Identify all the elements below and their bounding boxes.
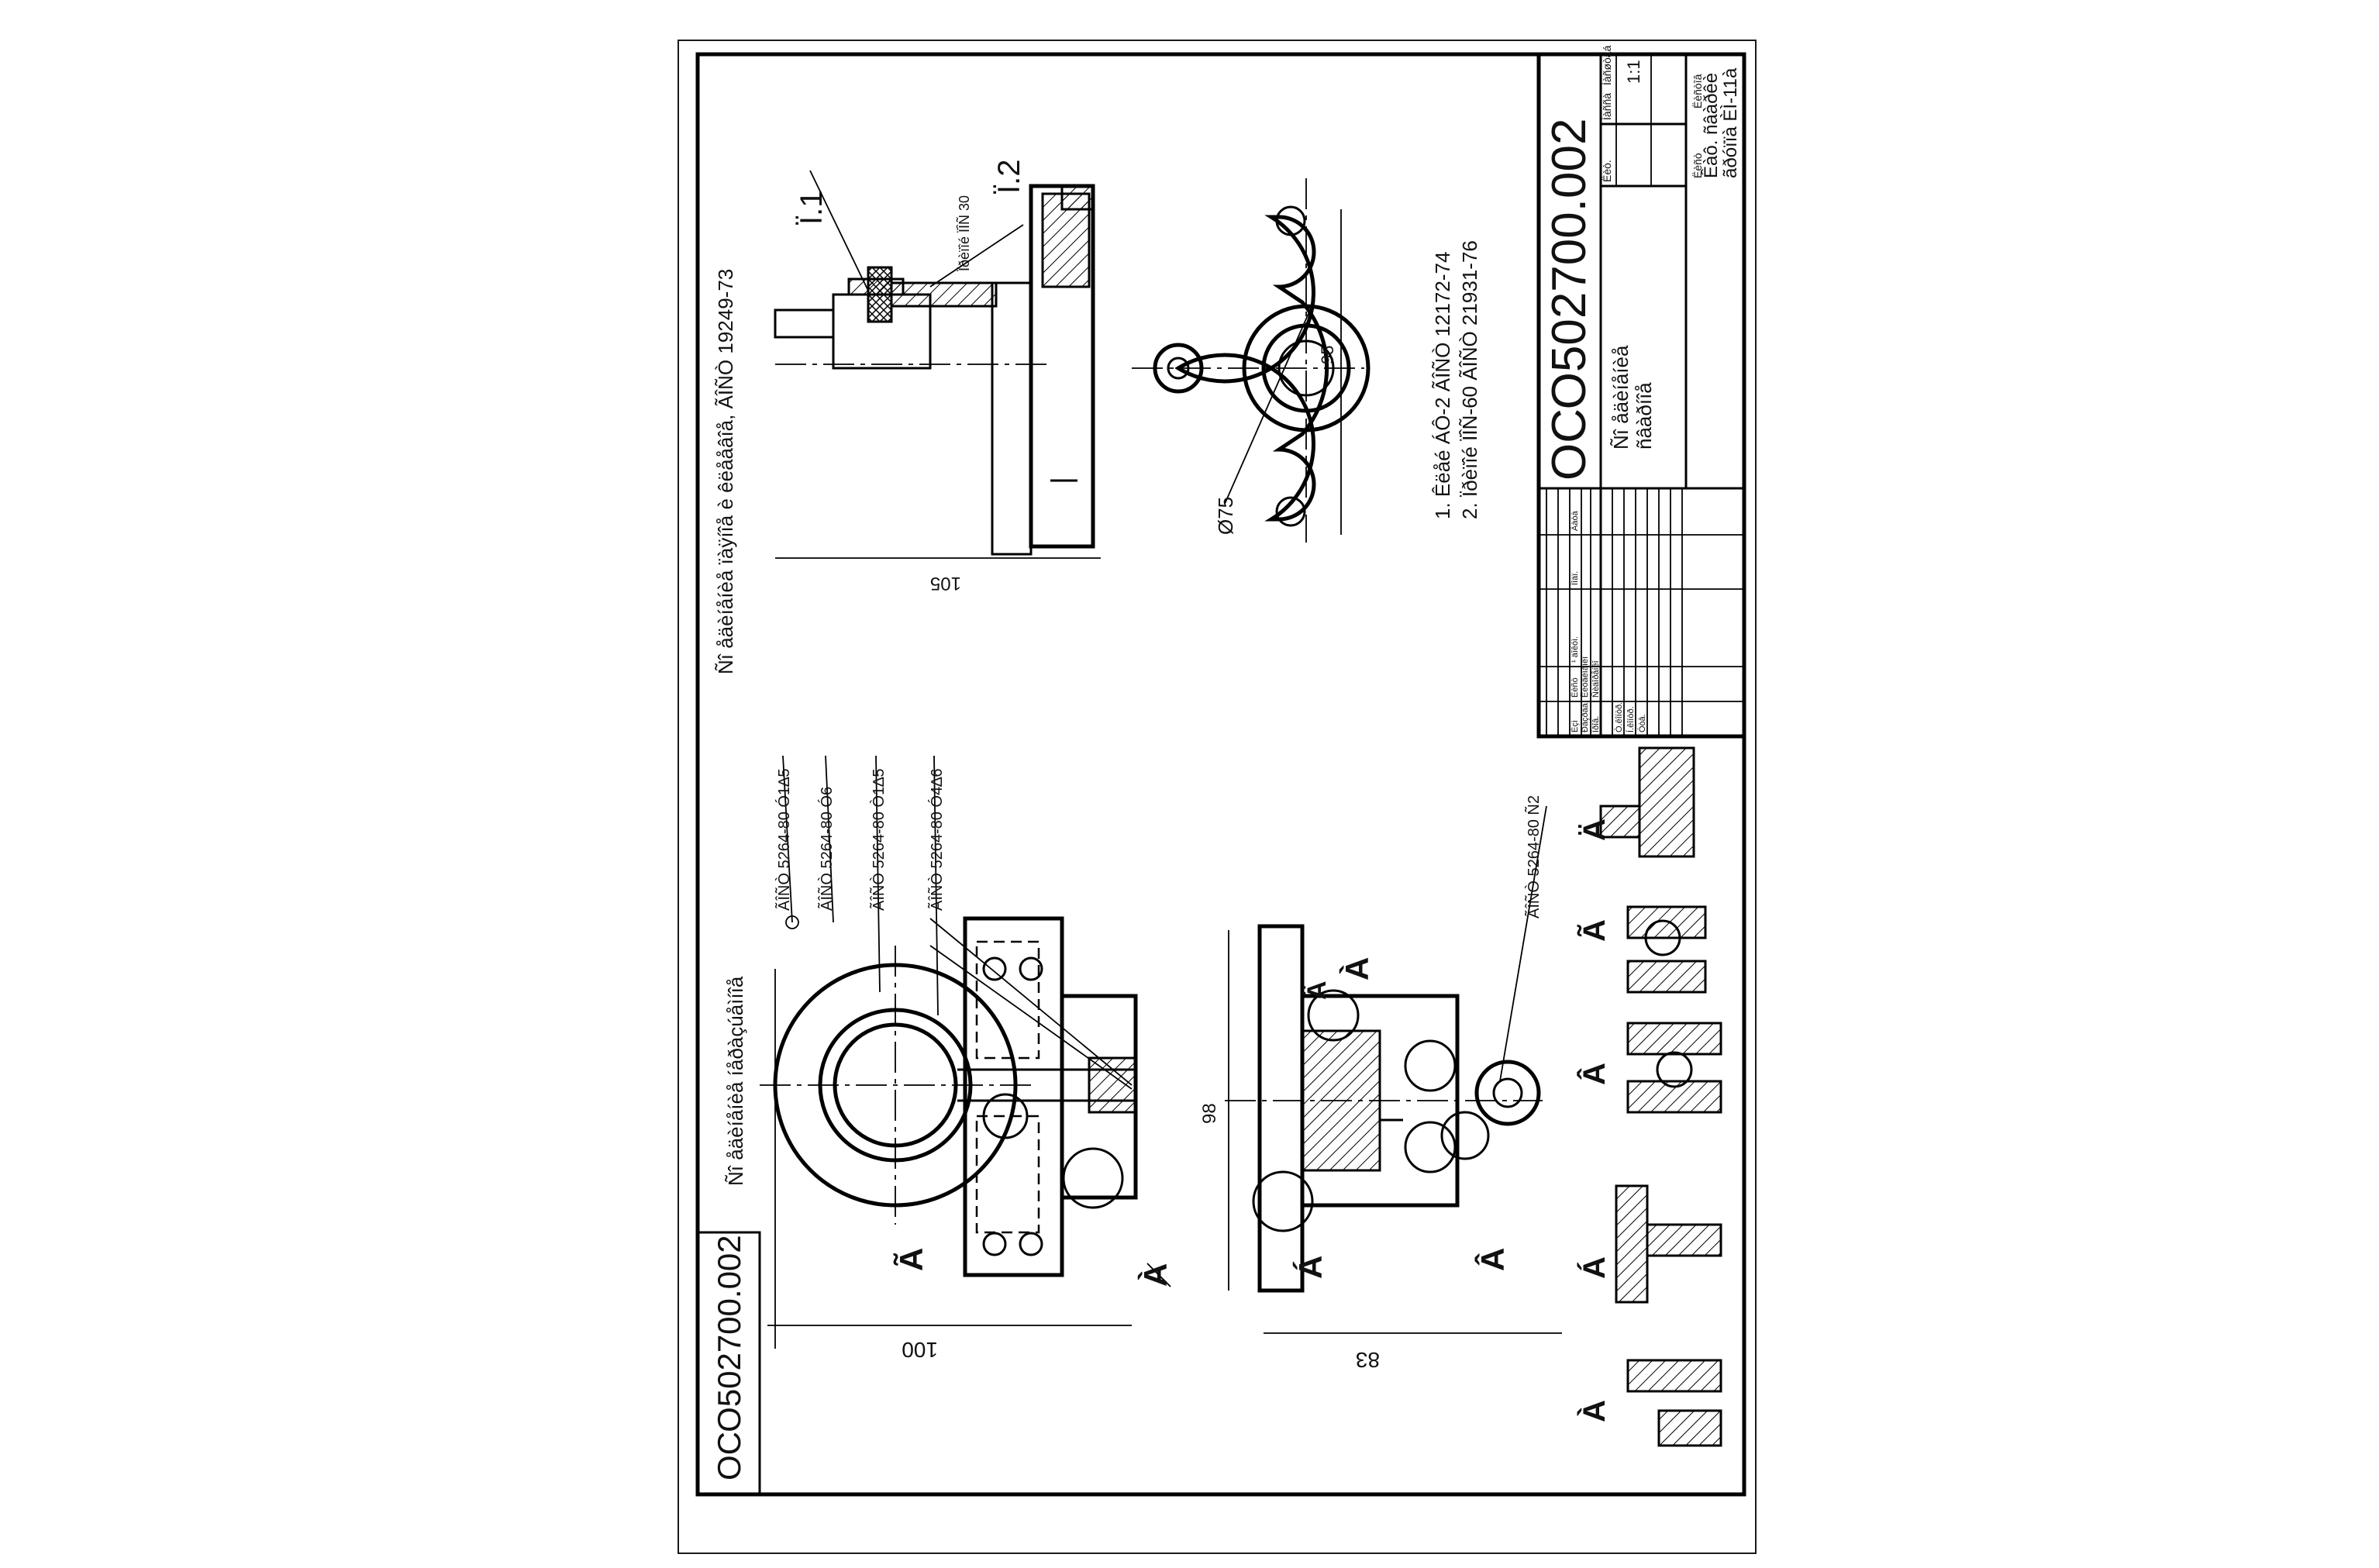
dim-105: 105 <box>930 573 961 594</box>
dim-98: 98 <box>1199 1103 1220 1124</box>
tb-r0-c4: Ïîäï. <box>1570 571 1580 585</box>
section-mark-g1: Ã <box>893 1248 929 1271</box>
title-block <box>1536 52 1746 739</box>
flange-view <box>1132 178 1371 543</box>
leader-4: ÃÎÑÒ 5264-80 Ó4∆6 <box>927 769 946 911</box>
section-mark-a1: À <box>1137 1263 1174 1287</box>
scale-value: 1:1 <box>1624 60 1643 84</box>
tb-r5-c1: Óòâ. <box>1637 714 1647 732</box>
title-line-2: ñâàðíîå <box>1633 382 1656 450</box>
pos-1: Ï.1 <box>795 191 829 225</box>
tb-r1-c1: Ðàçðàá. <box>1581 701 1590 732</box>
section-label-g: Ã <box>1576 919 1612 942</box>
section-mark-a2: À <box>1339 957 1375 980</box>
dim-d75: Ø75 <box>1214 497 1237 535</box>
titleblock-rows: Èçì Ëèñò ¹ äîêóì. Ïîäï. Äàòà Ðàçðàá. Ëèò… <box>1570 510 1647 732</box>
weld-sections <box>1599 746 1722 1447</box>
tb-r4-c1: Í.êîíòð. <box>1626 706 1636 732</box>
mass-header: Ìàññà <box>1601 93 1613 120</box>
dim-83: 83 <box>1356 1348 1380 1372</box>
weld-leaders <box>782 755 939 1016</box>
section-label-v: Â <box>1576 1063 1612 1085</box>
leader-2: ÃÎÑÒ 5264-80 Ó6 <box>817 787 836 911</box>
scale-header: Ìàñøòàá <box>1601 45 1613 85</box>
front-view <box>1225 924 1543 1293</box>
pipe-section-view <box>774 184 1101 559</box>
tb-r0-c5: Äàòà <box>1570 510 1580 531</box>
org-line-1: Êàô. ñâàðêè <box>1701 73 1722 178</box>
sheets-label: Ëèñòîâ <box>1691 74 1704 109</box>
tb-r2-c2: Ñèäîðåíêî <box>1591 660 1601 698</box>
section-label-b: Á <box>1577 1256 1612 1279</box>
tb-r1-c2: Ëèòâèíåíêî <box>1581 656 1590 698</box>
section-label-d: Ä <box>1577 818 1612 841</box>
tb-r0-c1: Èçì <box>1570 720 1580 732</box>
section-mark-v1: Â <box>1474 1248 1511 1271</box>
note-1: 1. Êëåé ÁÔ-2 ÃÎÑÒ 12172-74 <box>1431 252 1454 519</box>
tb-r0-c3: ¹ äîêóì. <box>1570 636 1580 663</box>
dim-95: 95 <box>1318 346 1337 364</box>
right-caption: Ñî åäèíåíèå ïàÿíîå è êëååâîå, ÃÎÑÒ 19249… <box>714 269 737 674</box>
outer-frame <box>677 40 1757 1554</box>
drawing-code: ОСО502700.002 <box>1543 119 1596 481</box>
leader-3: ÃÎÑÒ 5264-80 Ò1∆5 <box>869 769 888 911</box>
leader-5: ÃÎÑÒ 5264-80 Ñ2 <box>1524 795 1543 918</box>
section-mark-b1: Á <box>1292 1256 1329 1279</box>
section-mark-d1: Ä <box>1302 980 1332 1000</box>
tb-r2-c1: Ïðîâ. <box>1591 716 1601 732</box>
border-code: ОСО502700.002 <box>711 1235 747 1480</box>
leader-1: ÃÎÑÒ 5264-80 Ó1∆5 <box>774 769 793 911</box>
tb-r0-c2: Ëèñò <box>1570 677 1580 698</box>
tb-r3-c1: Ò.êîíòð. <box>1614 702 1624 732</box>
section-label-a: À <box>1577 1400 1612 1422</box>
pos-2: Ï.2 <box>992 160 1026 194</box>
sheet-header: Ëèò. <box>1601 160 1613 182</box>
inner-frame <box>695 52 1746 1497</box>
solder-note: Ïðèïîé ÏÎÑ 30 <box>956 195 972 271</box>
left-caption: Ñî åäèíåíèå íåðàçúåìíîå <box>724 976 747 1186</box>
title-line-1: Ñî åäèíåíèå <box>1609 345 1633 450</box>
dim-100: 100 <box>902 1338 938 1362</box>
sheet-label: Ëèñò <box>1691 153 1704 178</box>
note-2: 2. Ïðèïîé ÏÎÑ-60 ÃÎÑÒ 21931-76 <box>1458 240 1481 519</box>
top-view <box>760 916 1171 1287</box>
border-code-box <box>696 1231 761 1496</box>
org-line-2: ãðóïïà ÈÌ-11à <box>1720 67 1741 178</box>
